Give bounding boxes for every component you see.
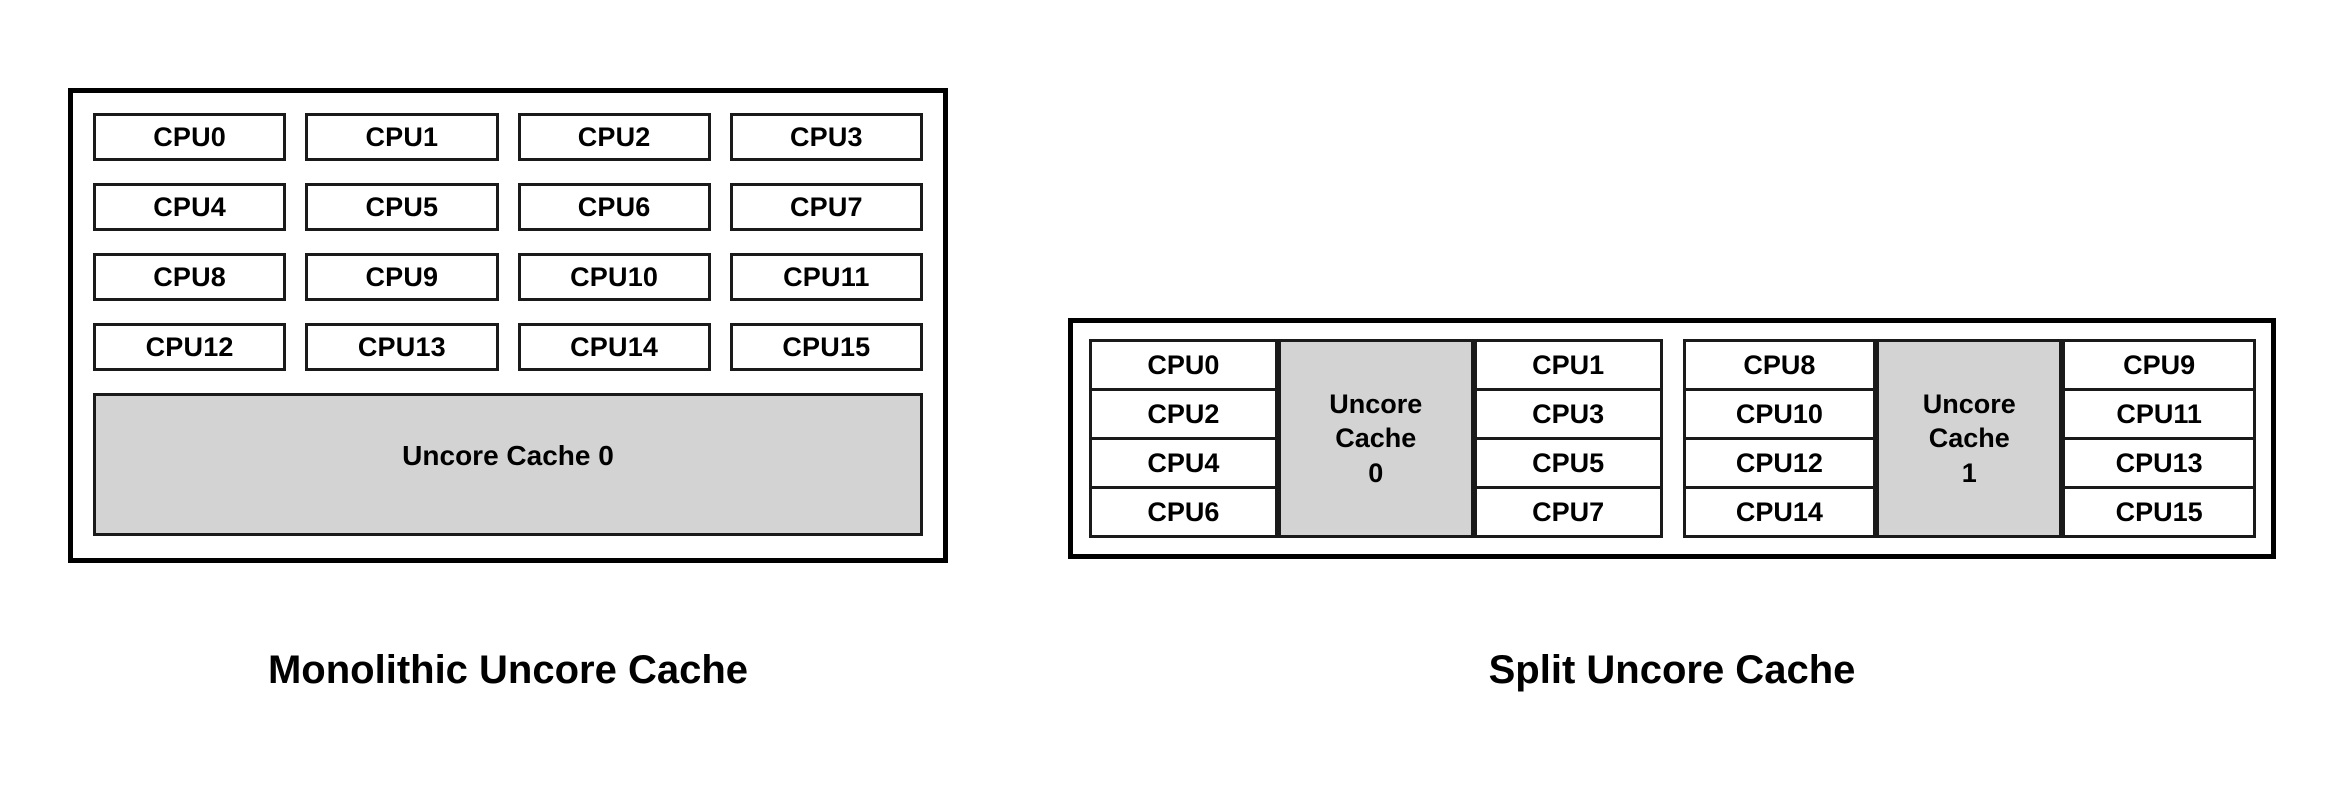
cache-label-line: Uncore [1329, 388, 1423, 419]
cpu-box[interactable]: CPU2 [1089, 388, 1278, 440]
cpu-box[interactable]: CPU2 [517, 113, 711, 161]
cache-label-line: Uncore [1922, 388, 2016, 419]
cpu-box[interactable]: CPU1 [305, 113, 499, 161]
cpu-box[interactable]: CPU9 [2062, 339, 2256, 391]
cpu-box[interactable]: CPU12 [1682, 437, 1877, 489]
cpu-box[interactable]: CPU0 [1089, 339, 1278, 391]
uncore-cache-box[interactable]: Uncore Cache 1 [1876, 339, 2063, 538]
monolithic-uncore-cache-figure: CPU0 CPU1 CPU2 CPU3 CPU4 CPU5 CPU6 CPU7 … [68, 88, 948, 563]
cpu-column-right: CPU1 CPU3 CPU5 CPU7 [1473, 339, 1663, 538]
cpu-box[interactable]: CPU3 [729, 113, 923, 161]
cpu-box[interactable]: CPU5 [305, 183, 499, 231]
cpu-box[interactable]: CPU15 [2062, 486, 2256, 538]
cpu-row: CPU12 CPU13 CPU14 CPU15 [93, 323, 923, 371]
cache-label-line: Cache [1928, 423, 2010, 454]
cpu-box[interactable]: CPU0 [93, 113, 287, 161]
cpu-box[interactable]: CPU14 [1682, 486, 1877, 538]
cache-label-line: 0 [1368, 457, 1384, 488]
cpu-box[interactable]: CPU13 [305, 323, 499, 371]
cpu-box[interactable]: CPU11 [2062, 388, 2256, 440]
monolithic-caption: Monolithic Uncore Cache [267, 648, 749, 692]
uncore-cache-box[interactable]: Uncore Cache 0 [93, 393, 923, 536]
cpu-box[interactable]: CPU5 [1473, 437, 1663, 489]
cpu-box[interactable]: CPU8 [93, 253, 287, 301]
cpu-box[interactable]: CPU7 [729, 183, 923, 231]
cpu-box[interactable]: CPU1 [1473, 339, 1663, 391]
monolithic-package-frame: CPU0 CPU1 CPU2 CPU3 CPU4 CPU5 CPU6 CPU7 … [68, 88, 948, 563]
cpu-box[interactable]: CPU3 [1473, 388, 1663, 440]
cpu-box[interactable]: CPU9 [305, 253, 499, 301]
cpu-box[interactable]: CPU7 [1473, 486, 1663, 538]
cpu-box[interactable]: CPU4 [93, 183, 287, 231]
cpu-box[interactable]: CPU15 [729, 323, 923, 371]
cpu-box[interactable]: CPU10 [1682, 388, 1877, 440]
cpu-box[interactable]: CPU10 [517, 253, 711, 301]
cpu-box[interactable]: CPU12 [93, 323, 287, 371]
cpu-column-right: CPU9 CPU11 CPU13 CPU15 [2062, 339, 2256, 538]
cpu-box[interactable]: CPU8 [1682, 339, 1877, 391]
cache-group: CPU8 CPU10 CPU12 CPU14 Uncore Cache 1 CP… [1682, 339, 2256, 538]
cache-group: CPU0 CPU2 CPU4 CPU6 Uncore Cache 0 CPU1 … [1089, 339, 1663, 538]
cpu-box[interactable]: CPU11 [729, 253, 923, 301]
cpu-box[interactable]: CPU6 [1089, 486, 1278, 538]
cpu-row: CPU4 CPU5 CPU6 CPU7 [93, 183, 923, 231]
cache-label-line: 1 [1961, 457, 1977, 488]
cpu-box[interactable]: CPU13 [2062, 437, 2256, 489]
cpu-box[interactable]: CPU4 [1089, 437, 1278, 489]
cpu-box[interactable]: CPU6 [517, 183, 711, 231]
cpu-column-left: CPU8 CPU10 CPU12 CPU14 [1682, 339, 1877, 538]
cpu-row: CPU8 CPU9 CPU10 CPU11 [93, 253, 923, 301]
cache-label-line: Cache [1335, 423, 1417, 454]
split-caption: Split Uncore Cache [1488, 648, 1856, 692]
split-package-frame: CPU0 CPU2 CPU4 CPU6 Uncore Cache 0 CPU1 … [1068, 318, 2276, 559]
split-uncore-cache-figure: CPU0 CPU2 CPU4 CPU6 Uncore Cache 0 CPU1 … [1068, 318, 2276, 559]
uncore-cache-box[interactable]: Uncore Cache 0 [1277, 339, 1474, 538]
cpu-column-left: CPU0 CPU2 CPU4 CPU6 [1089, 339, 1278, 538]
cpu-box[interactable]: CPU14 [517, 323, 711, 371]
cpu-row: CPU0 CPU1 CPU2 CPU3 [93, 113, 923, 161]
